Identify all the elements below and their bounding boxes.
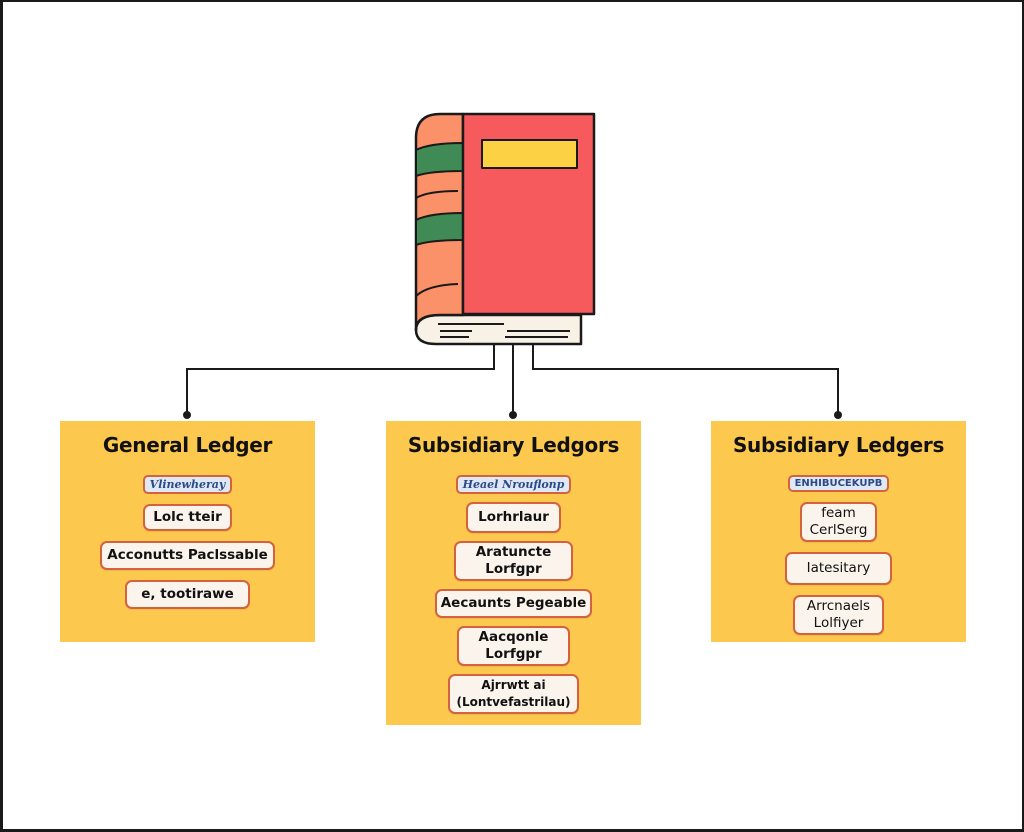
- ledger-item: Aecaunts Pegeable: [434, 589, 593, 618]
- spine-ridges: [415, 190, 459, 297]
- card-title: General Ledger: [102, 433, 273, 457]
- page-lines: [438, 323, 570, 338]
- ledger-item: Aratuncte Lorfgpr: [453, 541, 574, 581]
- card-tag: Vlinewheray: [142, 475, 233, 494]
- ledger-item: feam CerlSerg: [799, 502, 878, 542]
- connector-dot-left: [183, 411, 191, 419]
- ledger-item: Acconutts Paclssable: [100, 541, 275, 570]
- book-label: [481, 139, 578, 169]
- book-pages: [414, 313, 583, 346]
- card-subsidiary-ledgers-middle: Subsidiary Ledgors Heael Nrouflonp Lorhr…: [386, 421, 641, 725]
- ledger-item: Ajrrwtt ai (Lontvefastrilau): [448, 674, 579, 714]
- card-title: Subsidiary Ledgors: [407, 433, 620, 457]
- ledger-item: Arrcnaels Lolfiyer: [792, 595, 885, 635]
- connector-dot-middle: [509, 411, 517, 419]
- connectors: [186, 345, 839, 414]
- connector-left: [186, 345, 495, 414]
- spine-band-bottom: [415, 212, 464, 246]
- card-subsidiary-ledgers-right: Subsidiary Ledgers ENHIBUCEKUPB feam Cer…: [711, 421, 966, 642]
- ledger-item: Aacqonle Lorfgpr: [456, 626, 571, 666]
- ledger-item: Iatesitary: [784, 552, 893, 585]
- card-title: Subsidiary Ledgers: [732, 433, 945, 457]
- card-tag: ENHIBUCEKUPB: [787, 475, 890, 492]
- card-tag: Heael Nrouflonp: [455, 475, 572, 494]
- card-items: Vlinewheray Lolc tteir Acconutts Paclssa…: [100, 475, 275, 609]
- connector-right: [532, 345, 839, 414]
- ledger-book-icon: [414, 112, 596, 346]
- connector-dot-right: [834, 411, 842, 419]
- card-items: Heael Nrouflonp Lorhrlaur Aratuncte Lorf…: [434, 475, 593, 714]
- ledger-item: Lorhrlaur: [466, 502, 561, 533]
- ledger-item: e, tootirawe: [125, 580, 250, 609]
- card-general-ledger: General Ledger Vlinewheray Lolc tteir Ac…: [60, 421, 315, 642]
- spine-band-top: [415, 142, 464, 177]
- ledger-item: Lolc tteir: [143, 504, 232, 531]
- card-items: ENHIBUCEKUPB feam CerlSerg Iatesitary Ar…: [784, 475, 893, 635]
